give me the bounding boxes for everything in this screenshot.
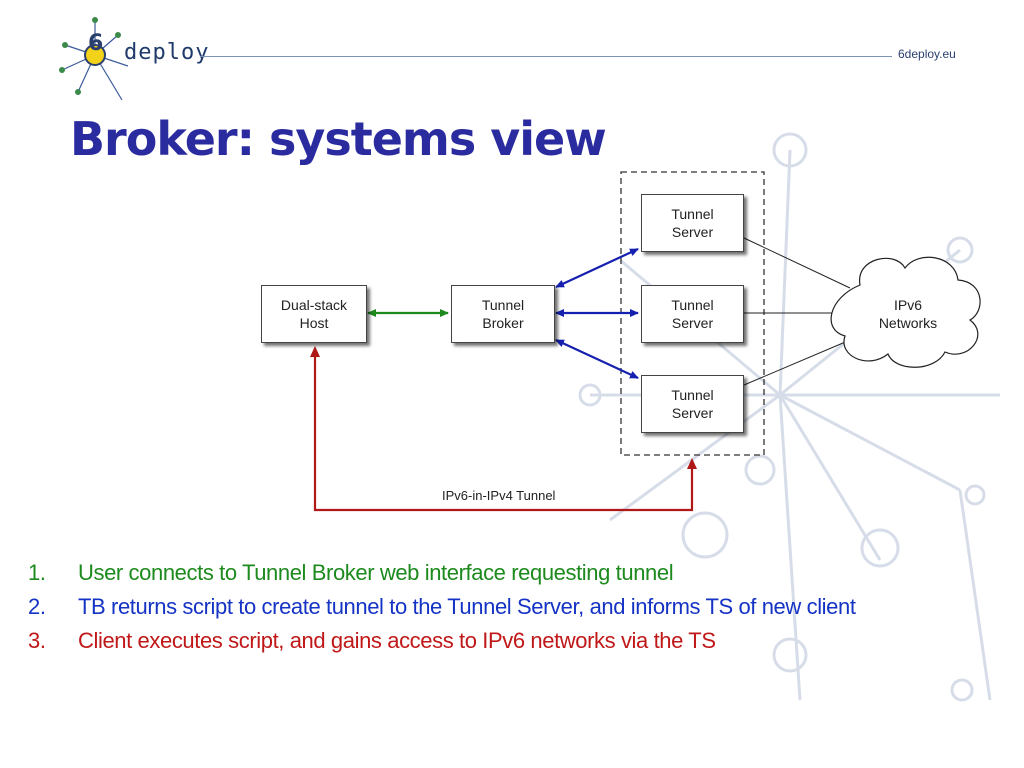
step-text: User connects to Tunnel Broker web inter… [78, 560, 674, 585]
step-number: 2. [28, 594, 46, 619]
step-number: 1. [28, 560, 46, 585]
node-label: Server [671, 224, 714, 240]
ipv6-in-ipv4-tunnel-arrow [310, 346, 697, 512]
node-label: Dual-stack [280, 297, 348, 313]
header-divider [200, 56, 892, 57]
node-label: Networks [878, 315, 938, 331]
node-label: Host [299, 315, 329, 331]
node-label: Tunnel [671, 387, 714, 403]
page-title: Broker: systems view [70, 112, 607, 166]
tunnel-label: IPv6-in-IPv4 Tunnel [440, 488, 558, 503]
step-item: 2. TB returns script to create tunnel to … [28, 590, 856, 624]
step-text: TB returns script to create tunnel to th… [78, 594, 856, 619]
ipv6-networks-label: IPv6 Networks [862, 296, 954, 332]
svg-text:6: 6 [88, 31, 103, 56]
node-label: Server [671, 315, 714, 331]
node-label: Broker [482, 315, 524, 331]
logo-text: deploy [124, 40, 210, 65]
step-item: 1. User connects to Tunnel Broker web int… [28, 556, 856, 590]
ipv6-cloud-shape [830, 256, 981, 368]
broker-server1-arrow [555, 248, 639, 288]
node-label: IPv6 [893, 297, 922, 313]
node-label: Server [671, 405, 714, 421]
node-label: Tunnel [481, 297, 525, 313]
broker-server3-arrow [555, 339, 639, 379]
step-text: Client executes script, and gains access… [78, 628, 716, 653]
node-label: Tunnel [671, 297, 714, 313]
node-label: Tunnel [671, 206, 714, 222]
server3-cloud-link [743, 339, 851, 386]
step-number: 3. [28, 628, 46, 653]
site-url: 6deploy.eu [898, 47, 956, 61]
steps-list: 1. User connects to Tunnel Broker web int… [28, 556, 856, 658]
server1-cloud-link [743, 237, 851, 289]
step-item: 3. Client executes script, and gains acce… [28, 624, 856, 658]
